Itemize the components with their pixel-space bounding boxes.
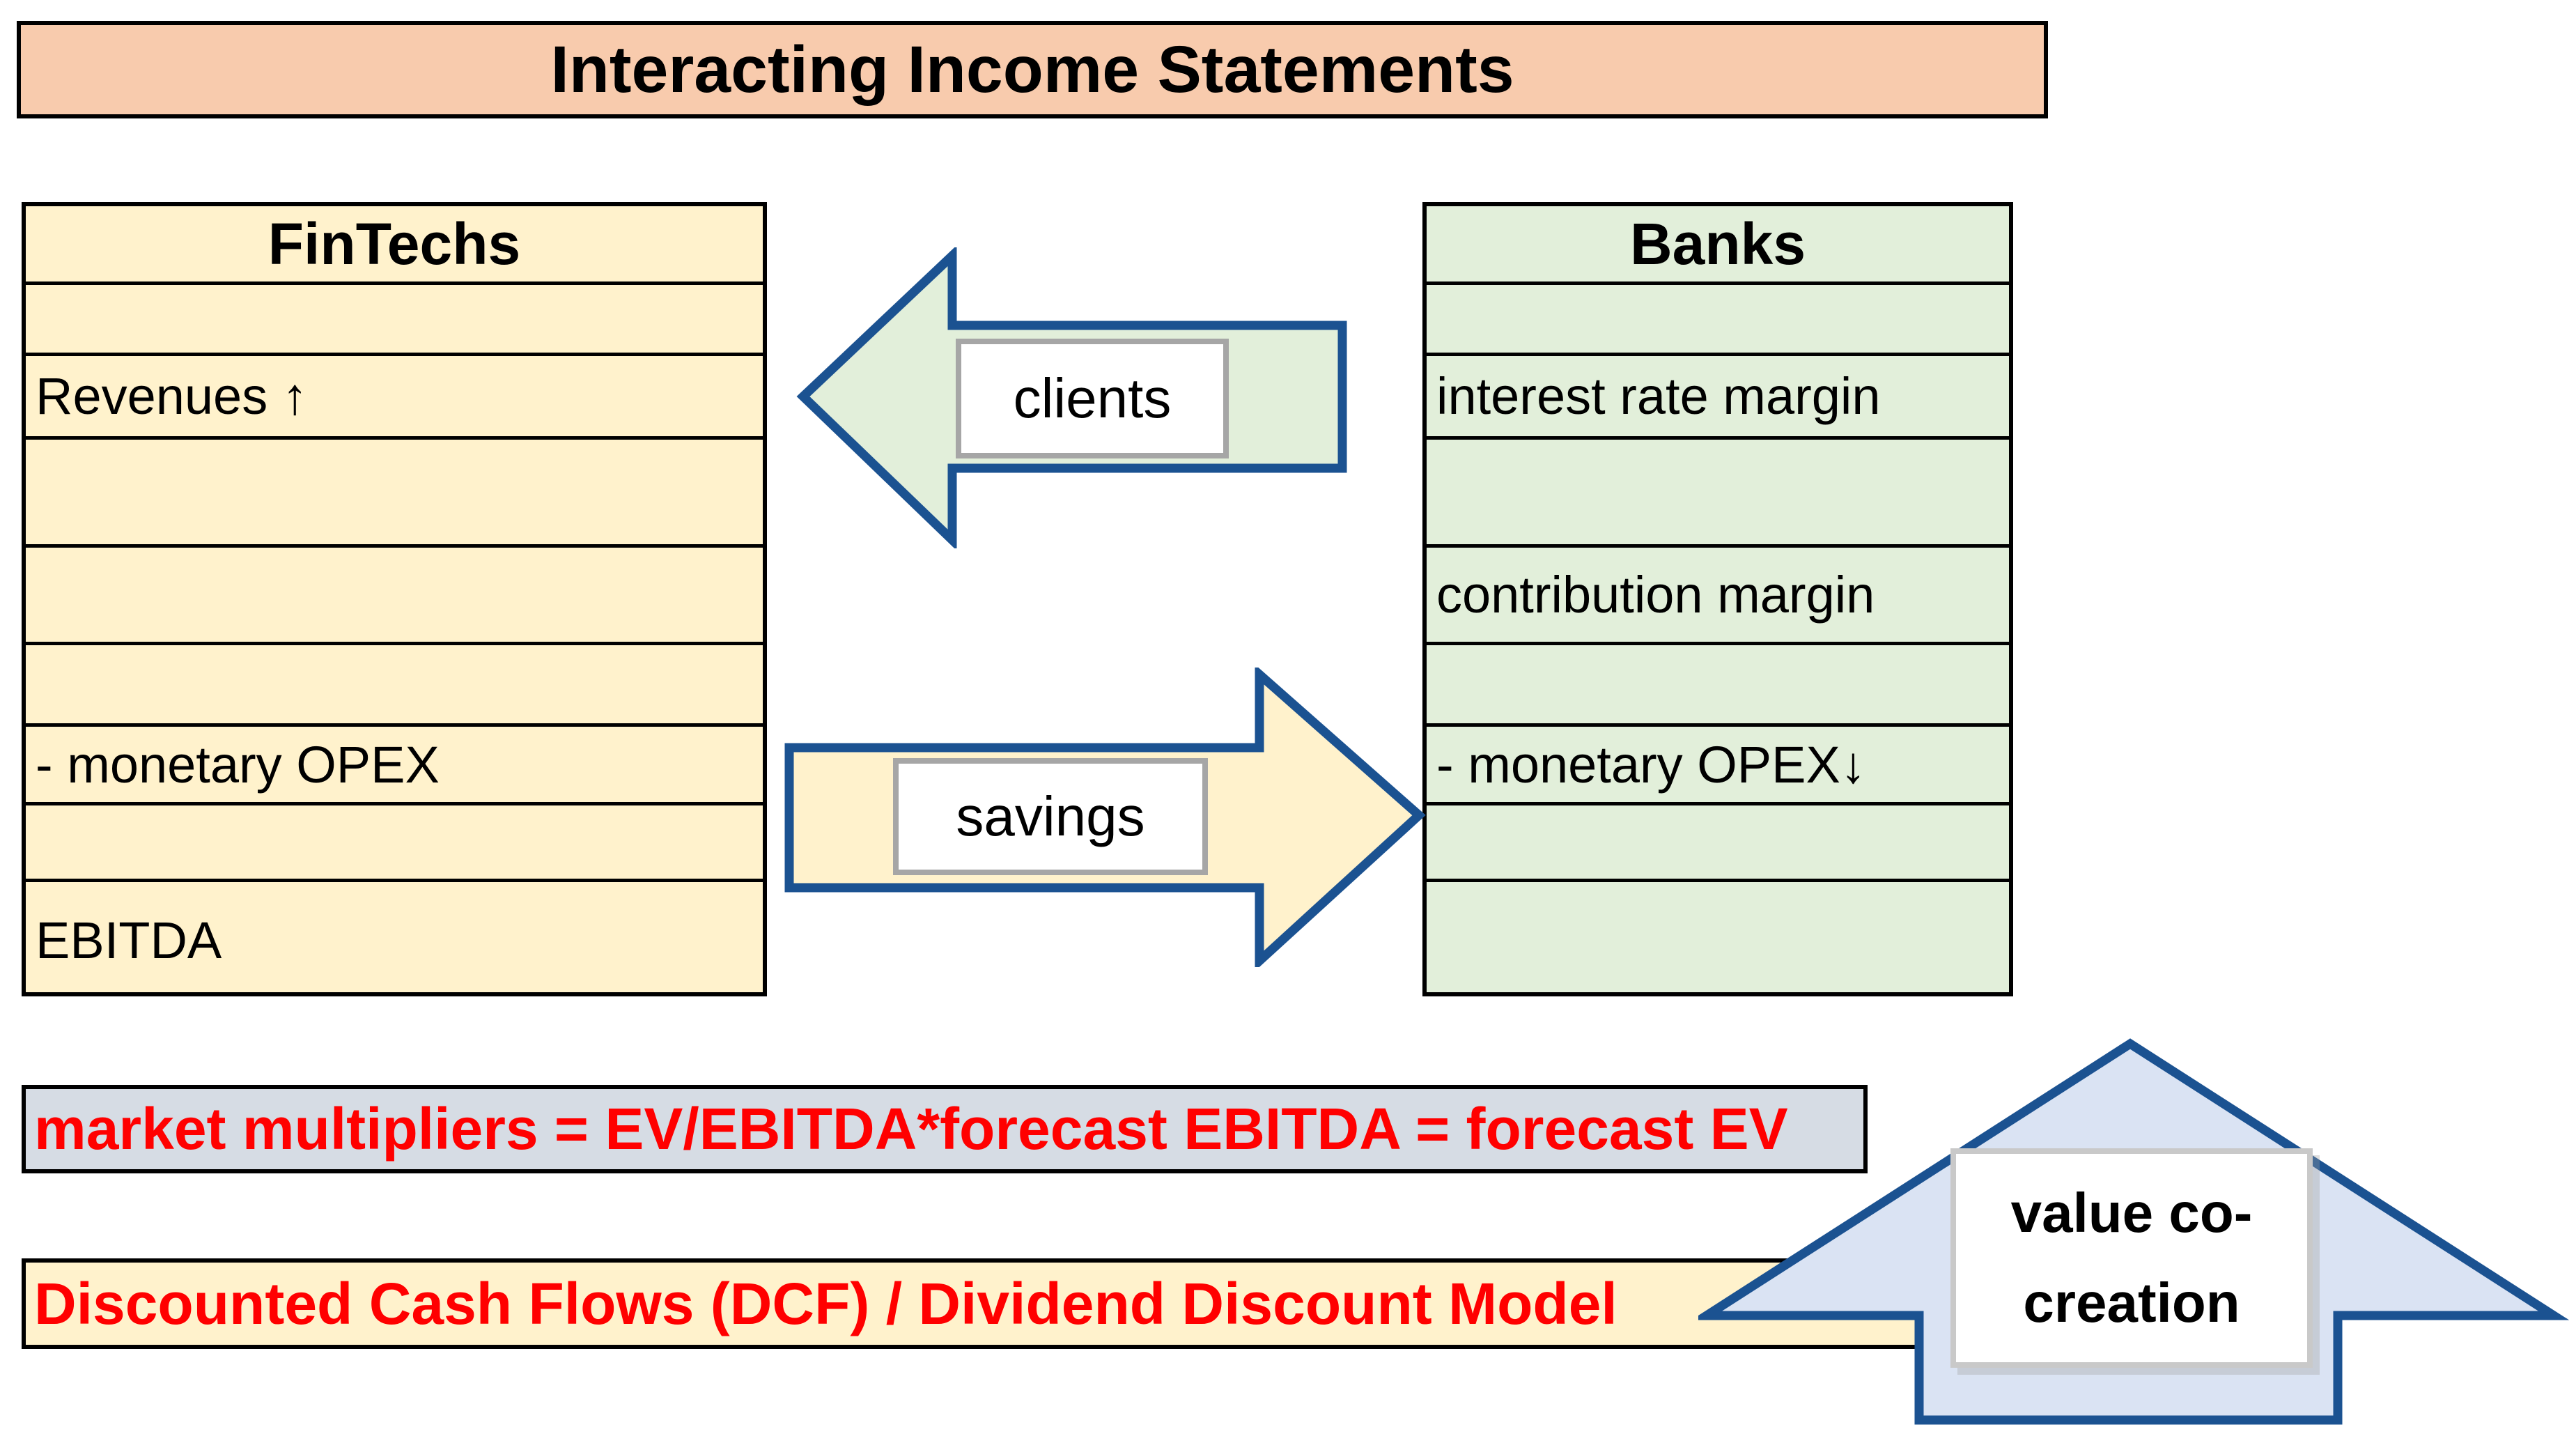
table-row [1427, 879, 2009, 998]
value-cocreation-label-line2: creation [2023, 1272, 2240, 1334]
market-multipliers-bar: market multipliers = EV/EBITDA*forecast … [22, 1085, 1868, 1173]
market-multipliers-text: market multipliers = EV/EBITDA*forecast … [34, 1096, 1788, 1162]
table-row-monetary-opex: - monetary OPEX [26, 723, 763, 802]
table-row [26, 436, 763, 544]
table-row-contribution-margin: contribution margin [1427, 544, 2009, 642]
table-row [26, 544, 763, 642]
clients-label-box: clients [956, 339, 1229, 458]
table-row-ebitda: EBITDA [26, 879, 763, 998]
table-row [1427, 802, 2009, 879]
dcf-text: Discounted Cash Flows (DCF) / Dividend D… [34, 1270, 1617, 1336]
clients-label: clients [1013, 367, 1172, 429]
savings-label-box: savings [893, 758, 1208, 875]
table-row-monetary-opex: - monetary OPEX↓ [1427, 723, 2009, 802]
table-row [1427, 436, 2009, 544]
fintechs-table-header: FinTechs [267, 210, 521, 277]
banks-table-header: Banks [1629, 210, 1806, 277]
table-row [26, 281, 763, 353]
title-bar: Interacting Income Statements [17, 21, 2048, 118]
table-row [1427, 281, 2009, 353]
table-row-revenues: Revenues ↑ [26, 353, 763, 436]
table-row [26, 802, 763, 879]
dcf-bar: Discounted Cash Flows (DCF) / Dividend D… [22, 1258, 1921, 1349]
page-title: Interacting Income Statements [550, 32, 1514, 107]
savings-label: savings [956, 785, 1145, 847]
value-cocreation-label-line1: value co- [2010, 1182, 2253, 1244]
value-cocreation-label-box: value co- creation [1950, 1148, 2313, 1368]
fintechs-table: FinTechs Revenues ↑ - monetary OPEX EBIT… [22, 202, 767, 996]
table-row [1427, 642, 2009, 723]
table-row [26, 642, 763, 723]
table-row-interest-rate-margin: interest rate margin [1427, 353, 2009, 436]
banks-table: Banks interest rate margin contribution … [1422, 202, 2013, 996]
